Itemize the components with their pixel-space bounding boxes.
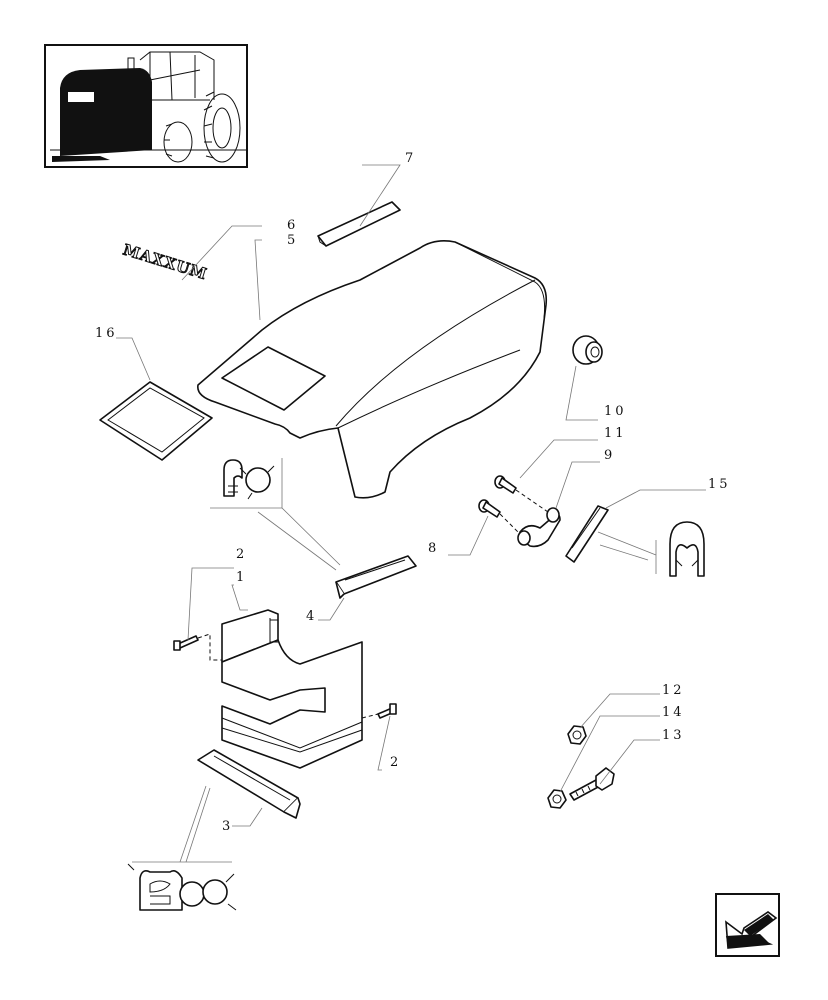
callout-labels: 7 6 5 16 10 11 9 15 8 2 1 4 2 3 12 14 13 [95, 151, 731, 834]
emblem-text: MAXXUM [121, 241, 210, 284]
callout-14: 14 [662, 705, 685, 720]
callout-9: 9 [604, 448, 615, 463]
screw-2a [173, 633, 222, 661]
bolt-8 [478, 499, 501, 518]
edge-trim-15 [565, 505, 609, 563]
callout-8: 8 [428, 541, 439, 556]
leader-lines [116, 164, 706, 827]
bracket-1 [221, 609, 363, 769]
callout-12: 12 [662, 683, 685, 698]
handle-9 [499, 489, 561, 548]
callout-3: 3 [222, 819, 233, 834]
seal-strip-4 [335, 555, 417, 599]
callout-7: 7 [405, 151, 416, 166]
grommet-10 [572, 335, 603, 365]
filter-panel-16 [99, 381, 213, 461]
callout-16: 16 [95, 326, 118, 341]
seal-profile-detail-4 [210, 458, 341, 571]
callout-13: 13 [662, 728, 685, 743]
washer-14 [547, 789, 567, 809]
callout-1: 1 [236, 570, 247, 585]
callout-10: 10 [604, 404, 627, 419]
bolt-11 [494, 475, 517, 494]
screw-2b [361, 703, 397, 719]
callout-15: 15 [708, 477, 731, 492]
nut-12 [567, 725, 587, 745]
next-page-arrow-icon[interactable] [715, 893, 780, 957]
hood-panel [197, 240, 548, 499]
seal-strip-7 [317, 201, 401, 247]
seal-strip-3 [197, 749, 301, 819]
callout-5: 5 [287, 233, 298, 248]
callout-4: 4 [306, 609, 317, 624]
callout-6: 6 [287, 218, 298, 233]
callout-2-bottom: 2 [390, 755, 401, 770]
callout-11: 11 [604, 426, 627, 441]
edge-trim-profile-15 [597, 521, 705, 577]
maxxum-emblem: MAXXUM [120, 240, 210, 284]
callout-2-top: 2 [236, 547, 247, 562]
tractor-thumbnail-icon [44, 44, 248, 168]
seal-profile-detail-3 [127, 785, 237, 911]
bolt-13 [569, 767, 615, 801]
